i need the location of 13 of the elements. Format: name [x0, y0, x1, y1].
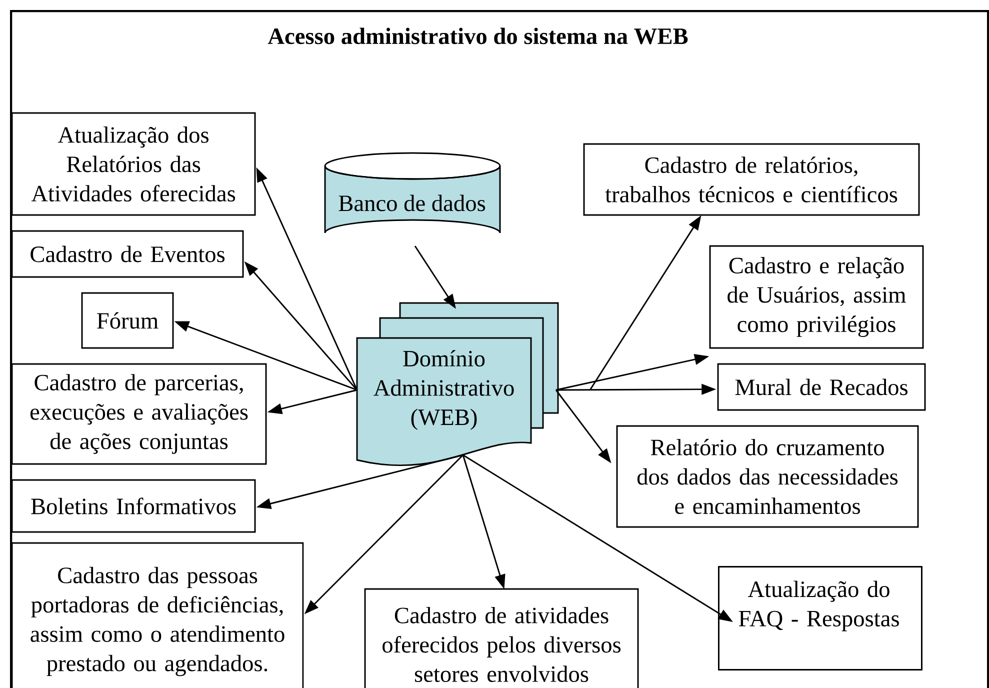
process-box: Cadastro e relação de Usuários, assim como privilégios [709, 245, 924, 349]
process-box: Cadastro de relatórios, trabalhos técnicos e científicos [583, 143, 920, 216]
database-cylinder: Banco de dados [324, 152, 501, 234]
process-box: Atualização dos Relatórios das Atividades oferecidas [11, 112, 256, 216]
process-box: Cadastro de Eventos [11, 230, 244, 278]
process-box: Fórum [81, 292, 174, 349]
process-box: Cadastro de parcerias, execuções e avaliações de ações conjuntas [11, 363, 267, 465]
process-box: Cadastro de atividades oferecidos pelos diversos setores envolvidos [364, 588, 639, 688]
process-box: Mural de Recados [717, 363, 926, 411]
process-box: Cadastro das pessoas portadoras de deficiências, assim como o atendimento prestado ou agendados. [11, 542, 304, 688]
process-box: Boletins Informativos [11, 479, 256, 533]
process-box: Atualização do FAQ - Respostas [718, 566, 922, 670]
process-box: Relatório do cruzamento dos dados das necessidades e encaminhamentos [616, 425, 919, 528]
